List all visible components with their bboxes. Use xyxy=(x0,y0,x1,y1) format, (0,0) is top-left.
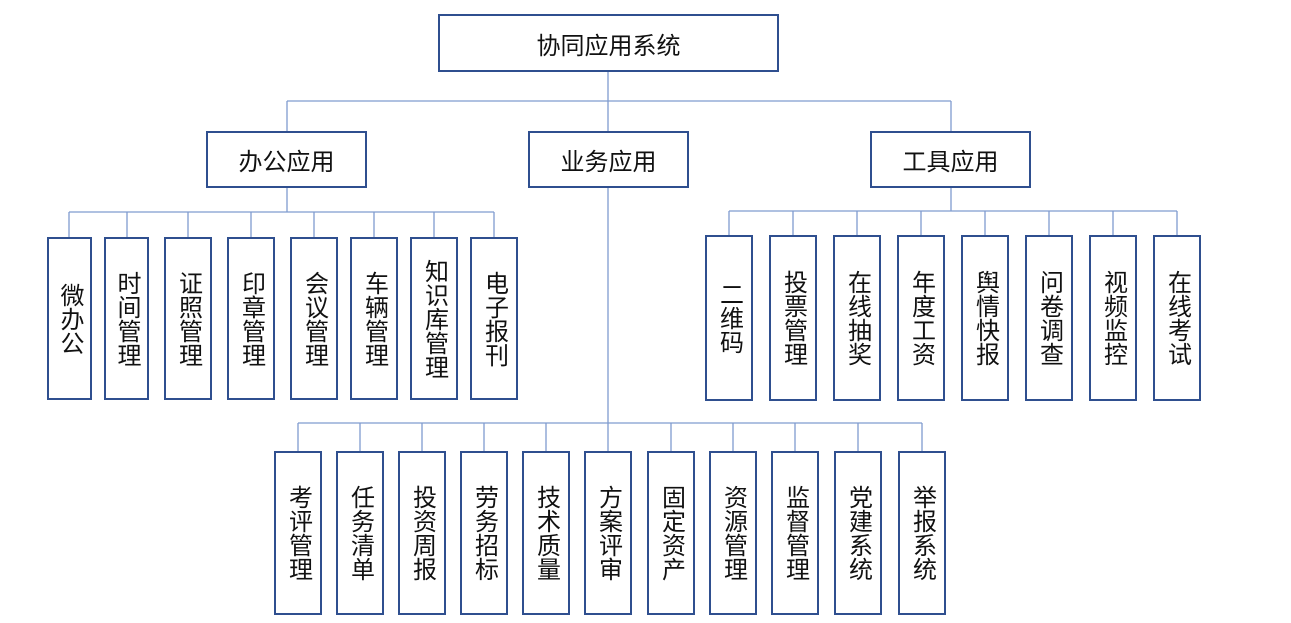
leaf-business-1: 考评管理 xyxy=(274,451,322,615)
leaf-business-11: 举报系统 xyxy=(898,451,946,615)
root-node: 协同应用系统 xyxy=(438,14,779,72)
leaf-business-5: 技术质量 xyxy=(522,451,570,615)
leaf-office-1: 微办公 xyxy=(47,237,92,400)
leaf-tool-5: 舆情快报 xyxy=(961,235,1009,401)
leaf-tool-3: 在线抽奖 xyxy=(833,235,881,401)
category-office-apps: 办公应用 xyxy=(206,131,367,188)
leaf-office-3: 证照管理 xyxy=(164,237,212,400)
leaf-business-2: 任务清单 xyxy=(336,451,384,615)
leaf-tool-4: 年度工资 xyxy=(897,235,945,401)
leaf-office-5: 会议管理 xyxy=(290,237,338,400)
category-business-apps: 业务应用 xyxy=(528,131,689,188)
leaf-business-6: 方案评审 xyxy=(584,451,632,615)
leaf-office-4: 印章管理 xyxy=(227,237,275,400)
leaf-tool-1: 二维码 xyxy=(705,235,753,401)
leaf-office-7: 知识库管理 xyxy=(410,237,458,400)
leaf-business-9: 监督管理 xyxy=(771,451,819,615)
leaf-business-10: 党建系统 xyxy=(834,451,882,615)
leaf-business-4: 劳务招标 xyxy=(460,451,508,615)
leaf-tool-2: 投票管理 xyxy=(769,235,817,401)
leaf-business-7: 固定资产 xyxy=(647,451,695,615)
leaf-business-3: 投资周报 xyxy=(398,451,446,615)
leaf-office-6: 车辆管理 xyxy=(350,237,398,400)
leaf-tool-8: 在线考试 xyxy=(1153,235,1201,401)
leaf-office-2: 时间管理 xyxy=(104,237,149,400)
leaf-office-8: 电子报刊 xyxy=(470,237,518,400)
leaf-business-8: 资源管理 xyxy=(709,451,757,615)
category-tool-apps: 工具应用 xyxy=(870,131,1031,188)
leaf-tool-6: 问卷调查 xyxy=(1025,235,1073,401)
leaf-tool-7: 视频监控 xyxy=(1089,235,1137,401)
